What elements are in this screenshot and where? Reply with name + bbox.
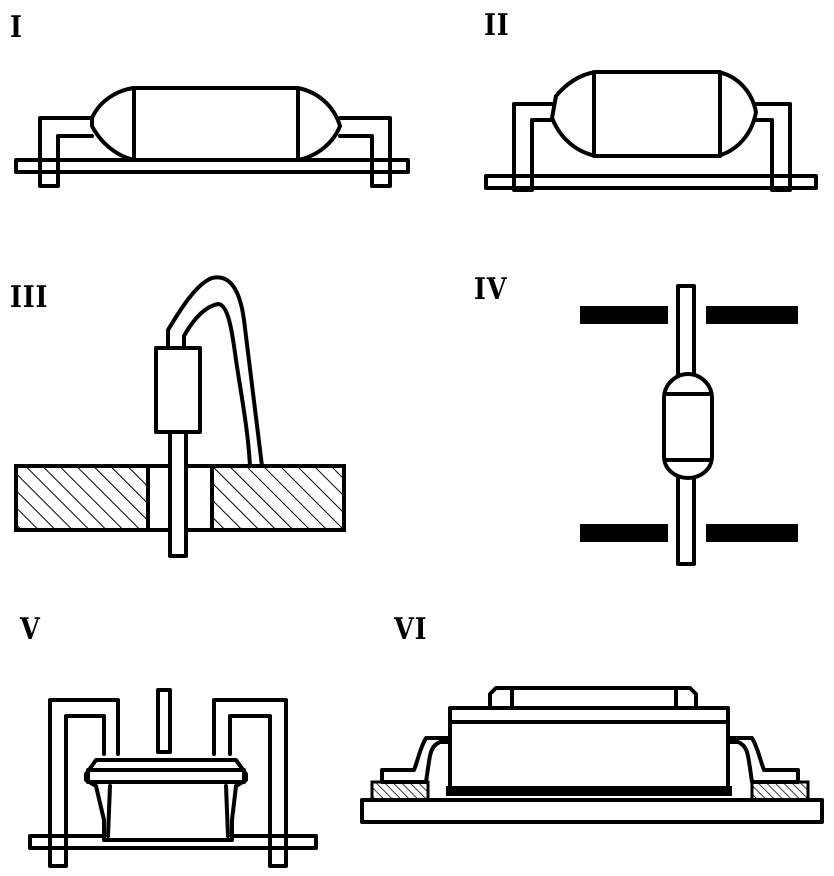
figure-vi-surface-mount-component: [360, 686, 824, 824]
figure-iii-body: [154, 346, 202, 434]
figure-label-i: I: [10, 10, 23, 45]
figure-label-v: V: [20, 612, 41, 647]
figure-v-left-lead: [48, 698, 120, 868]
figure-v-center-pin: [156, 688, 172, 754]
figure-iii-bottom-lead: [168, 428, 188, 558]
figure-iv-body: [662, 372, 714, 480]
figure-ii-body: [550, 70, 758, 158]
figure-vi-right-lead: [726, 736, 800, 784]
figure-v-right-lead: [212, 698, 288, 868]
figure-iii-loop-lead-outer: [166, 275, 264, 468]
figure-ii-right-lead: [750, 102, 792, 192]
figure-iv-axial-component: [580, 284, 798, 566]
figure-vi-substrate: [360, 798, 824, 824]
figure-ii-left-lead: [512, 102, 558, 192]
figure-v-can-component: [28, 688, 318, 868]
figure-v-flange: [86, 768, 246, 784]
figure-iv-bottom-lead: [676, 464, 696, 566]
figure-label-vi: VI: [394, 612, 428, 647]
figure-label-ii: II: [484, 8, 510, 43]
figure-ii-board: [484, 174, 818, 190]
figure-vi-right-pad: [750, 780, 810, 802]
figure-i-horizontal-component: [14, 86, 410, 188]
figure-label-iii: III: [10, 280, 49, 315]
figure-vi-bottom-band: [446, 786, 732, 796]
figure-i-body: [90, 86, 342, 162]
figure-iv-top-board-left: [580, 306, 668, 324]
figure-vi-left-lead: [380, 736, 452, 784]
figure-i-right-lead: [338, 116, 392, 188]
figure-vi-left-pad: [370, 780, 430, 802]
figure-iii-vertical-component: [14, 275, 346, 558]
figure-iv-top-lead: [676, 284, 696, 382]
figure-ii-raised-component: [484, 70, 818, 192]
figure-iv-top-board-right: [706, 306, 798, 324]
figure-i-left-lead: [38, 116, 94, 188]
figure-iii-loop-lead-inner: [182, 302, 252, 468]
figure-vi-lid: [488, 686, 698, 710]
figure-label-iv: IV: [474, 272, 508, 307]
figure-iv-bottom-board-left: [580, 524, 668, 542]
figure-iv-bottom-board-right: [706, 524, 798, 542]
